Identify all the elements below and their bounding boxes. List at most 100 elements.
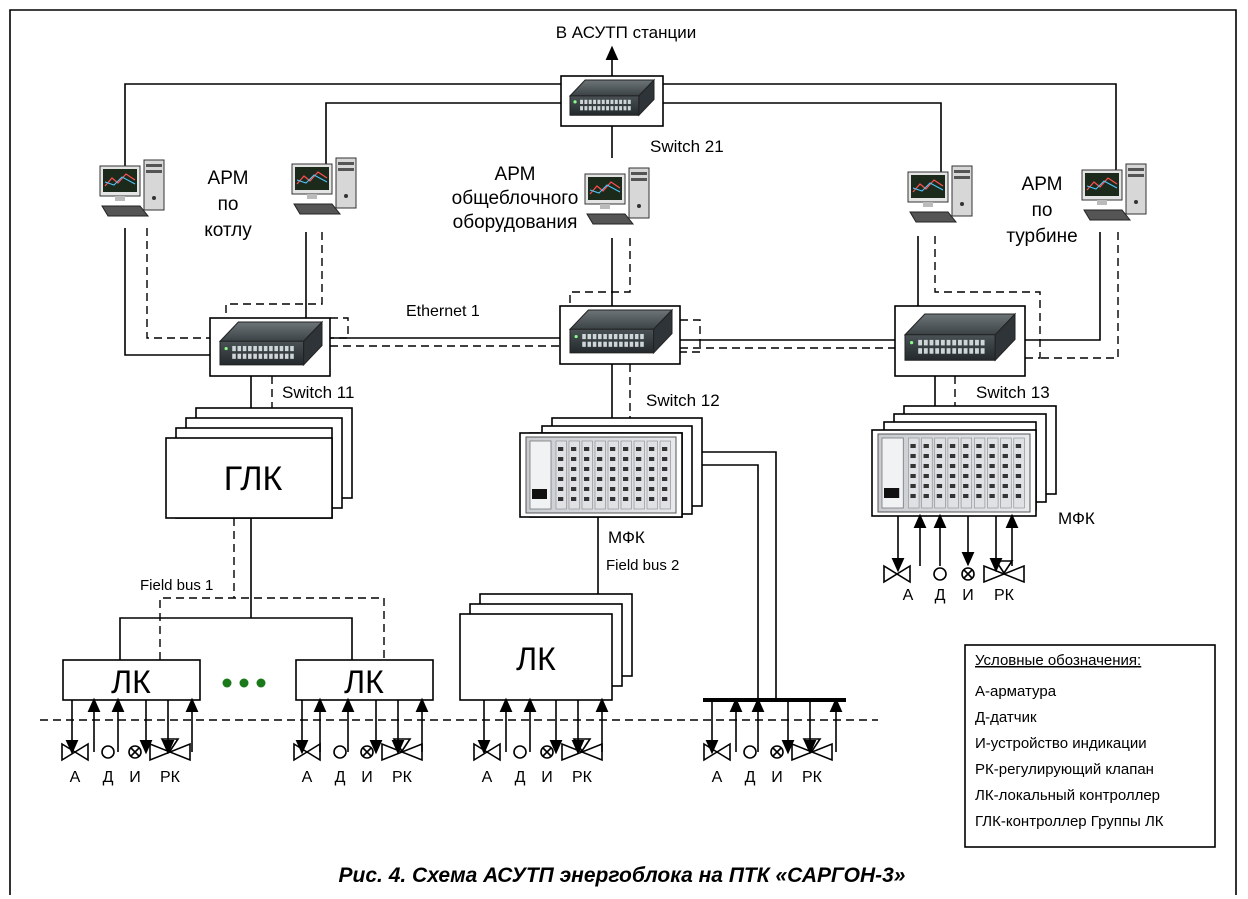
ethernet-1-label: Ethernet 1 [406, 303, 480, 320]
lk-left-label: ЛК [111, 664, 151, 700]
dlink-ws2-s11 [225, 232, 323, 318]
device-label: И [962, 587, 974, 604]
svg-text:АРМ: АРМ [1022, 174, 1063, 195]
legend-item: ГЛК-контроллер Группы ЛК [975, 813, 1164, 830]
switch-12-icon [568, 308, 674, 355]
svg-text:по: по [1032, 200, 1053, 221]
svg-text:АРМ: АРМ [208, 168, 249, 189]
ellipsis-dots [222, 678, 266, 688]
link-top-right-outer [663, 83, 1117, 182]
dlink-ws4-s13 [934, 236, 1041, 359]
workstation-turbine-2-icon [1081, 163, 1147, 221]
device-label: Д [103, 769, 114, 786]
switch-13-icon [903, 312, 1017, 362]
legend-item: ЛК-локальный контроллер [975, 787, 1160, 804]
workstation-turbine-1-icon [907, 165, 973, 223]
dloop-s12 [680, 319, 701, 353]
device-label: Д [935, 587, 946, 604]
remote-io-link-outer [702, 451, 777, 700]
dlink-ws1-s11 [146, 228, 210, 339]
mfk-right-rack-icon [877, 433, 1031, 513]
lk-stack-label: ЛК [516, 641, 556, 677]
arm-common-label: АРМ общеблочного оборудования [452, 164, 579, 233]
device-label: Д [335, 769, 346, 786]
dlink-ws3-s12 [569, 238, 631, 306]
dlink-ws5-s13 [1040, 232, 1119, 359]
remote-io-link-inner [702, 464, 759, 700]
device-label: И [541, 769, 553, 786]
device-label: А [903, 587, 914, 604]
workstation-boiler-1-icon [99, 159, 165, 217]
legend-item: А-арматура [975, 683, 1057, 700]
device-label: А [70, 769, 81, 786]
device-label: РК [572, 769, 593, 786]
arm-boiler-label: АРМ по котлу [204, 168, 252, 241]
fieldbus-1-line [119, 617, 353, 660]
legend-title: Условные обозначения: [975, 652, 1141, 669]
top-output-label: В АСУТП станции [556, 23, 697, 42]
device-label: РК [392, 769, 413, 786]
fieldbus-2-label: Field bus 2 [606, 557, 679, 574]
fieldbus-1-label: Field bus 1 [140, 577, 213, 594]
device-label: РК [802, 769, 823, 786]
mfk-center-rack-icon [525, 436, 677, 514]
glk-label: ГЛК [224, 460, 283, 498]
svg-text:турбине: турбине [1006, 226, 1077, 247]
device-label: И [361, 769, 373, 786]
link-top-right-inner [663, 102, 942, 178]
svg-text:по: по [218, 194, 239, 215]
mfk-center-label: МФК [608, 528, 645, 547]
switch-21-label: Switch 21 [650, 137, 724, 156]
field-io-arrows [65, 697, 843, 755]
lk-stack [459, 593, 633, 701]
link-ws1-s11 [124, 228, 210, 356]
device-label: И [129, 769, 141, 786]
lk-mid-label: ЛК [344, 664, 384, 700]
device-label: РК [994, 587, 1015, 604]
lk-left-box [62, 659, 201, 701]
svg-text:АРМ: АРМ [495, 164, 536, 185]
frame [9, 9, 1237, 895]
switch-13-label: Switch 13 [976, 383, 1050, 402]
device-label: А [482, 769, 493, 786]
switch-21-icon [568, 78, 656, 117]
link-ws5-s13 [1025, 232, 1101, 341]
device-label: И [771, 769, 783, 786]
device-label: А [302, 769, 313, 786]
figure-caption: Рис. 4. Схема АСУТП энергоблока на ПТК «… [339, 864, 906, 887]
switch-11-label: Switch 11 [282, 383, 354, 402]
legend-item: И-устройство индикации [975, 735, 1147, 752]
device-label: Д [745, 769, 756, 786]
mfk-right-label: МФК [1058, 509, 1095, 528]
dloop-s11 [330, 317, 349, 339]
lk-stack-box [459, 613, 613, 701]
fieldbus-1-dline [159, 597, 385, 660]
link-top-left-inner [325, 102, 561, 168]
arm-turbine-label: АРМ по турбине [1006, 174, 1077, 247]
workstation-common-icon [584, 167, 650, 225]
legend-box [964, 644, 1216, 848]
switch-12-label: Switch 12 [646, 391, 720, 410]
lk-mid-box [295, 659, 434, 701]
device-label: Д [515, 769, 526, 786]
link-top-left-outer [124, 83, 561, 170]
device-label: РК [160, 769, 181, 786]
switch-11-icon [218, 320, 324, 367]
svg-text:котлу: котлу [204, 220, 252, 241]
mfk-right-io [891, 513, 1019, 573]
legend-item: Д-датчик [975, 709, 1037, 726]
svg-text:общеблочного: общеблочного [452, 188, 579, 209]
svg-text:оборудования: оборудования [453, 212, 578, 233]
glk-box [165, 437, 333, 519]
glk-stack [165, 407, 353, 519]
workstation-boiler-2-icon [291, 157, 357, 215]
legend-item: РК-регулирующий клапан [975, 761, 1154, 778]
device-label: А [712, 769, 723, 786]
